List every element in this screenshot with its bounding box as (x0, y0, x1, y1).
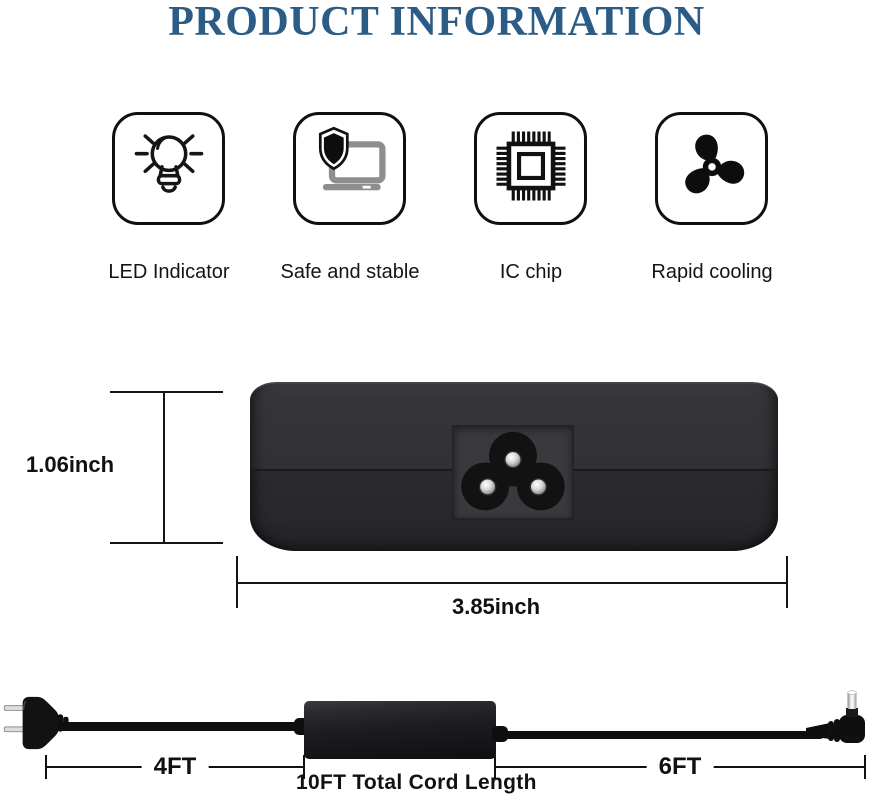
device-segment-dim: 6FT (494, 753, 866, 781)
height-dim-line (163, 391, 165, 544)
wall-segment-dim: 4FT (45, 753, 305, 781)
device-segment-label: 6FT (646, 753, 714, 781)
feature-card-rapid-cooling (655, 112, 768, 225)
feature-label-safe-stable: Safe and stable (280, 261, 420, 283)
ic-chip-icon (485, 120, 577, 217)
device-cable (494, 731, 824, 739)
device-segment-cap-right (864, 755, 866, 779)
feature-label-rapid-cooling: Rapid cooling (651, 261, 773, 283)
fan-icon (668, 122, 756, 215)
total-cord-length-label: 10FT Total Cord Length (296, 771, 537, 794)
feature-label-led-indicator: LED Indicator (108, 261, 230, 283)
page-title: PRODUCT INFORMATION (168, 0, 705, 45)
height-dim-cap-top (110, 391, 223, 393)
power-adapter-image (250, 382, 778, 551)
width-dim-label: 3.85inch (451, 594, 541, 619)
adapter-brick-image (304, 701, 496, 759)
wall-segment-label: 4FT (141, 753, 209, 781)
shield-laptop-icon (305, 121, 395, 216)
feature-card-ic-chip (474, 112, 587, 225)
height-dim-label: 1.06inch (26, 452, 115, 477)
lightbulb-icon (125, 122, 213, 215)
feature-label-ic-chip: IC chip (499, 261, 563, 283)
wall-segment-cap-right (303, 755, 305, 779)
wall-cable (58, 722, 310, 731)
wall-plug-icon (2, 694, 80, 757)
width-dim-line (236, 582, 788, 584)
feature-card-led-indicator (112, 112, 225, 225)
c5-inlet-icon (461, 431, 565, 511)
height-dim-cap-bottom (110, 542, 223, 544)
c5-power-inlet (452, 425, 574, 520)
feature-card-safe-stable (293, 112, 406, 225)
dc-connector-icon (806, 690, 872, 753)
